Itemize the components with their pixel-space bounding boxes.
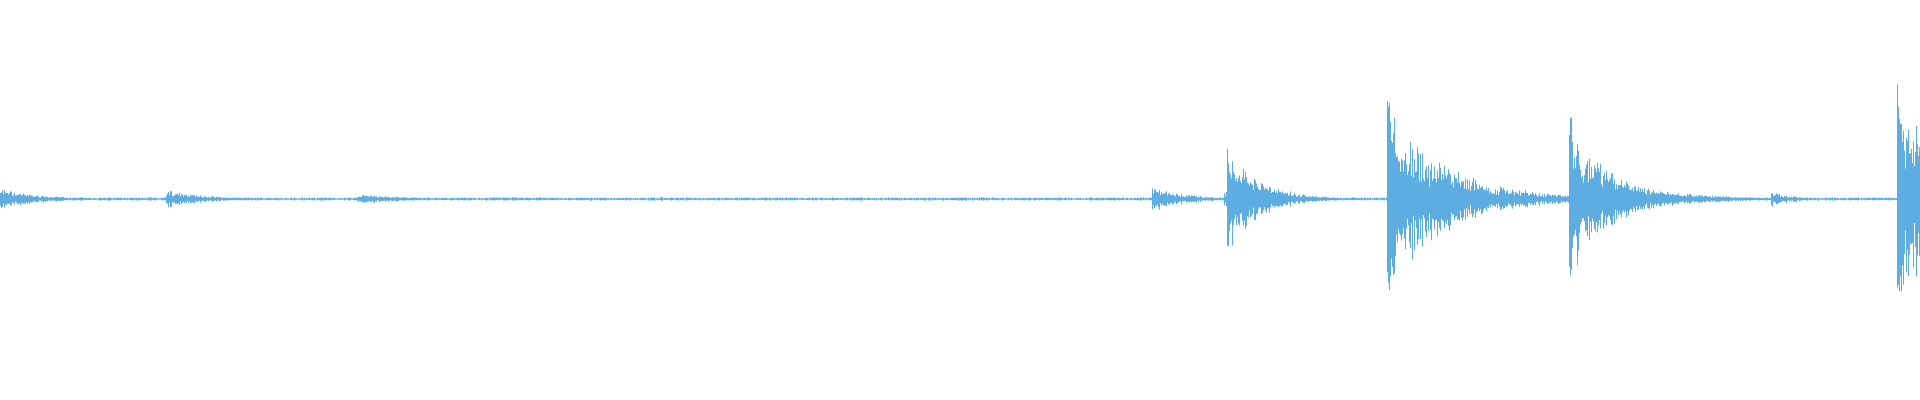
waveform-amplitude-path: [0, 84, 1920, 292]
waveform-amplitude-bars: [0, 84, 1920, 292]
